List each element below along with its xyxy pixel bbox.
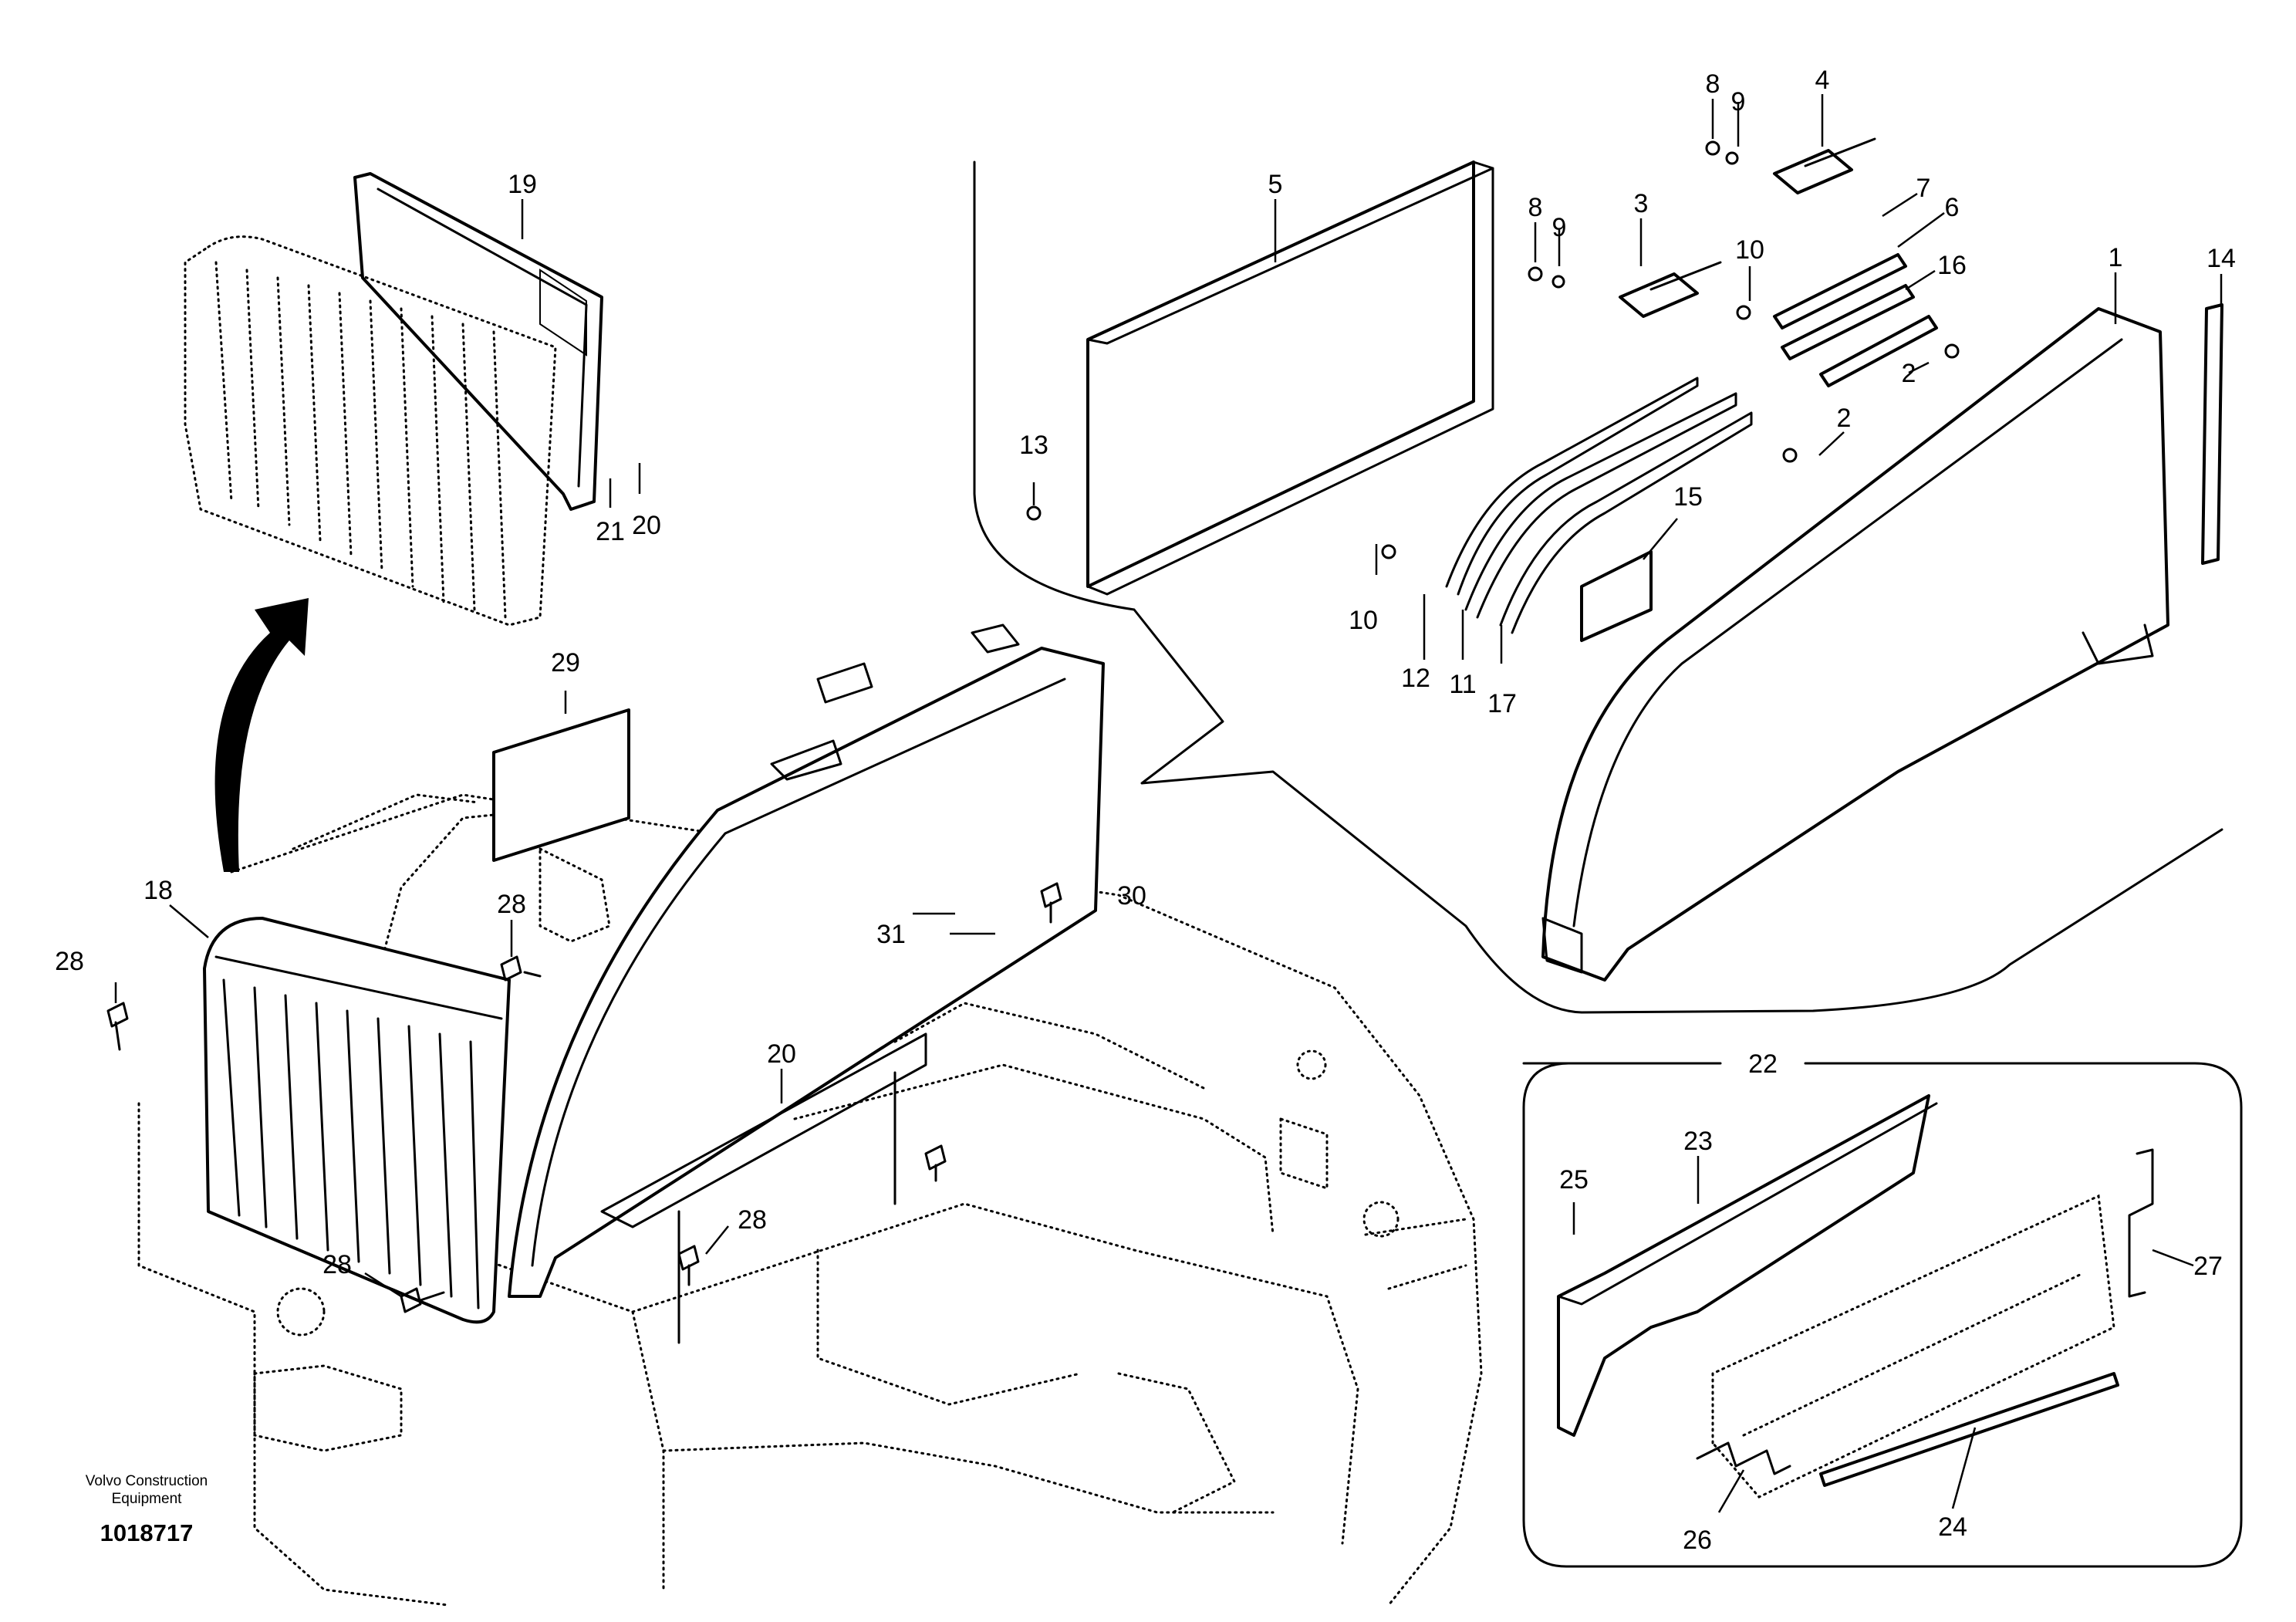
lift-arrow (214, 598, 309, 872)
pad-part-15 (1580, 550, 1653, 642)
kit-box-outline (1522, 1062, 2243, 1568)
callout-8b: 8 (1528, 193, 1543, 222)
callout-11: 11 (1449, 670, 1476, 699)
callout-5: 5 (1268, 170, 1283, 199)
callout-20a: 20 (632, 511, 661, 540)
frame-part-19 (353, 172, 603, 511)
callout-12: 12 (1401, 664, 1430, 693)
callout-7: 7 (1916, 174, 1931, 203)
upper-frame-dotted (137, 793, 1483, 1607)
callout-28b: 28 (497, 890, 526, 919)
callout-4: 4 (1815, 66, 1830, 95)
callout-19: 19 (508, 170, 537, 199)
plate-part-29 (492, 708, 630, 862)
callout-22: 22 (1748, 1049, 1778, 1079)
callout-8a: 8 (1706, 69, 1720, 99)
callout-31: 31 (876, 920, 906, 949)
callout-3: 3 (1634, 189, 1649, 218)
callout-30: 30 (1117, 881, 1146, 911)
fastener-group-detail (1026, 140, 1960, 559)
kit-frame-dotted (1711, 1194, 2115, 1499)
callout-18: 18 (144, 876, 173, 905)
callout-13: 13 (1019, 431, 1048, 460)
callout-10b: 10 (1349, 606, 1378, 635)
callout-25: 25 (1559, 1165, 1589, 1195)
callout-17: 17 (1487, 689, 1517, 718)
panel-part-5 (1086, 161, 1494, 596)
clip-part-26 (1696, 1441, 1791, 1475)
strip-part-24 (1819, 1372, 2119, 1487)
hinge-part-4 (1773, 137, 1876, 194)
callout-10a: 10 (1735, 235, 1764, 265)
side-cover-main (508, 623, 1105, 1298)
detail-view-outline (973, 161, 2223, 1014)
weatherstrip-part-14 (2201, 303, 2223, 565)
callout-16: 16 (1937, 251, 1967, 280)
callout-9a: 9 (1731, 87, 1746, 117)
callout-29: 29 (551, 648, 580, 678)
leader-lines (114, 94, 2223, 1513)
callout-28c: 28 (738, 1205, 767, 1235)
rear-grille-part-18 (203, 917, 511, 1324)
callout-27: 27 (2193, 1252, 2223, 1281)
counterweight-part-23 (1557, 1094, 1938, 1437)
brand-line-2: Equipment (112, 1491, 183, 1507)
callout-labels: 1 2 2 3 4 5 6 7 8 8 9 9 10 10 11 12 13 1… (55, 66, 2236, 1555)
callout-15: 15 (1673, 482, 1703, 512)
callout-14: 14 (2207, 244, 2236, 273)
callout-2b: 2 (1837, 404, 1852, 433)
callout-1: 1 (2109, 243, 2123, 272)
callout-20b: 20 (767, 1039, 796, 1069)
clip-part-27 (2128, 1148, 2154, 1298)
bracket-part-20 (600, 1032, 927, 1344)
brand-line-1: Volvo Construction (86, 1473, 208, 1489)
bolt-group (106, 882, 1062, 1313)
side-cover-part-1 (1541, 307, 2169, 982)
callout-9b: 9 (1552, 213, 1567, 242)
callout-24: 24 (1938, 1512, 1967, 1542)
grille-ghost-dotted (184, 235, 557, 627)
hinge-part-3 (1619, 261, 1722, 318)
callout-28a: 28 (55, 947, 84, 976)
drawing-number: 1018717 (100, 1519, 194, 1546)
callout-6: 6 (1945, 193, 1960, 222)
callout-26: 26 (1683, 1526, 1712, 1555)
strips-parts-6-7-16 (1773, 253, 1938, 387)
callout-21: 21 (596, 517, 625, 546)
rail-parts-11-12-17 (1445, 377, 1753, 634)
callout-28d: 28 (322, 1250, 352, 1279)
callout-23: 23 (1683, 1127, 1713, 1156)
callout-2a: 2 (1902, 359, 1916, 388)
